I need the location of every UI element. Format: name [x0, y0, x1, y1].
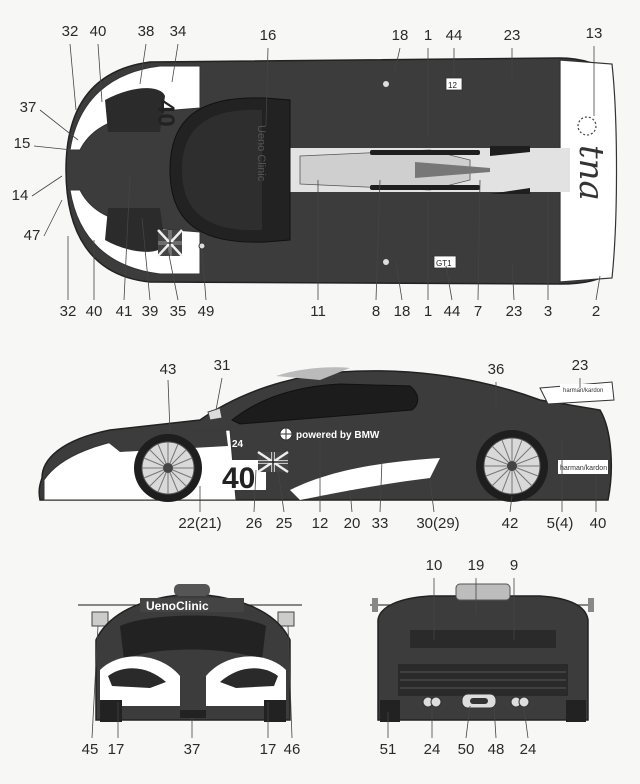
- callout-label: 46: [283, 741, 301, 758]
- callout-label: 10: [425, 557, 443, 574]
- callout-label: 44: [443, 303, 461, 320]
- callout-label: 34: [169, 23, 187, 40]
- callout-label: 37: [183, 741, 201, 758]
- callout-label: 3: [543, 303, 553, 320]
- callout-label: 26: [245, 515, 263, 532]
- side-wing-sponsor: harman/kardon: [563, 388, 603, 394]
- top-car-number: 40: [152, 100, 179, 127]
- callout-label: 7: [473, 303, 483, 320]
- callout-label: 35: [169, 303, 187, 320]
- callout-label: 20: [343, 515, 361, 532]
- side-front-wheel: [134, 434, 202, 502]
- callout-label: 48: [487, 741, 505, 758]
- top-roof-text: Ueno Clinic: [255, 125, 267, 182]
- callout-label: 12: [311, 515, 329, 532]
- callout-label: 51: [379, 741, 397, 758]
- callout-label: 17: [107, 741, 125, 758]
- callout-label: 31: [213, 357, 231, 374]
- callout-label: 1: [423, 27, 433, 44]
- callout-label: 49: [197, 303, 215, 320]
- callout-label: 8: [371, 303, 381, 320]
- callout-label: 11: [310, 303, 326, 320]
- callout-label: 16: [259, 27, 277, 44]
- side-car-number: 40: [222, 462, 255, 495]
- callout-label: 43: [159, 361, 177, 378]
- top-leaders: [31, 43, 601, 301]
- callout-label: 37: [19, 99, 37, 116]
- top-flag: [157, 229, 183, 257]
- callout-label: 23: [571, 357, 589, 374]
- callout-label: 33: [371, 515, 389, 532]
- callout-label: 36: [487, 361, 505, 378]
- callout-label: 24: [423, 741, 441, 758]
- top-rear-wing: [559, 59, 618, 283]
- callout-label: 23: [505, 303, 523, 320]
- callout-label: 40: [85, 303, 103, 320]
- callout-label: 19: [467, 557, 485, 574]
- callout-label: 32: [61, 23, 79, 40]
- callout-label: 42: [501, 515, 519, 532]
- callout-label: 17: [259, 741, 277, 758]
- callout-label: 38: [137, 23, 155, 40]
- callout-label: 1: [423, 303, 433, 320]
- top-tag-b: GT1: [436, 259, 452, 268]
- callout-label: 39: [141, 303, 159, 320]
- callout-label: 9: [509, 557, 519, 574]
- callout-label: 47: [23, 227, 41, 244]
- callout-label: 32: [59, 303, 77, 320]
- top-vents: [370, 146, 530, 194]
- callout-label: 13: [585, 25, 603, 42]
- side-door-number: 24: [232, 439, 244, 450]
- callout-label: 41: [115, 303, 133, 320]
- callout-label: 45: [81, 741, 99, 758]
- rear-view: [370, 578, 594, 739]
- top-view: 40 tna Ueno Clinic 12 GT1: [31, 43, 618, 301]
- callout-label: 14: [11, 187, 29, 204]
- callout-label: 18: [391, 27, 409, 44]
- callout-label: 50: [457, 741, 475, 758]
- callout-label: 24: [519, 741, 537, 758]
- callout-label: 18: [393, 303, 411, 320]
- callout-label: 40: [589, 515, 607, 532]
- side-door-text: powered by BMW: [296, 430, 380, 441]
- top-wing-logo: tna: [571, 145, 611, 201]
- callout-label: 23: [503, 27, 521, 44]
- callout-label: 44: [445, 27, 463, 44]
- callout-label: 15: [13, 135, 31, 152]
- side-rear-sponsor: harman/kardon: [560, 465, 607, 472]
- front-view: UenoClinic: [78, 584, 302, 739]
- callout-label: 2: [591, 303, 601, 320]
- callout-label: 22(21): [178, 515, 222, 532]
- front-banner: UenoClinic: [146, 599, 209, 613]
- top-tag-a: 12: [448, 81, 457, 90]
- callout-label: 40: [89, 23, 107, 40]
- callout-label: 25: [275, 515, 293, 532]
- callout-label: 30(29): [416, 515, 460, 532]
- side-view: harman/kardon 24 powered by BMW 40: [38, 367, 615, 513]
- callout-label: 5(4): [546, 515, 574, 532]
- side-rear-wheel: [476, 430, 548, 502]
